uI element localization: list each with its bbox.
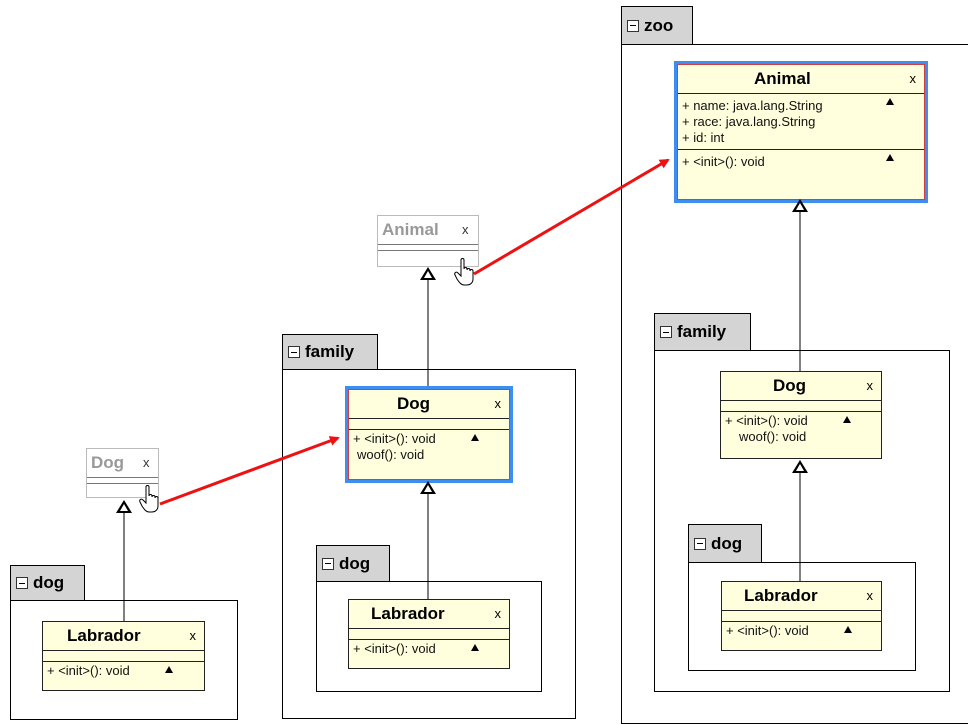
- close-icon[interactable]: x: [494, 396, 502, 411]
- collapse-triangle-icon[interactable]: [844, 626, 852, 633]
- collapse-triangle-icon[interactable]: [471, 434, 479, 441]
- collapse-icon[interactable]: [627, 19, 639, 32]
- operations-section: + <init>(): void: [349, 639, 509, 658]
- generalization-arrowhead-fill: [424, 485, 432, 492]
- package-tab-dog-mid[interactable]: dog: [316, 545, 390, 582]
- attribute: + id: int: [682, 130, 725, 145]
- class-animal[interactable]: Animal x + name: java.lang.String + race:…: [674, 61, 928, 203]
- operations-section: + <init>(): void woof(): void: [349, 429, 509, 464]
- package-label: dog: [33, 573, 65, 592]
- class-dog-mid[interactable]: Dog x + <init>(): void woof(): void: [345, 386, 513, 483]
- hand-cursor-icon: [454, 258, 474, 286]
- class-labrador-zoo[interactable]: Labrador x + <init>(): void: [721, 581, 882, 651]
- package-tab-zoo[interactable]: zoo: [621, 6, 693, 45]
- operation: + <init>(): void: [353, 641, 436, 656]
- operation: + <init>(): void: [47, 663, 130, 678]
- operation: woof(): void: [739, 429, 807, 444]
- ghost-class-dog[interactable]: Dog x: [86, 448, 159, 498]
- class-name: Labrador: [67, 626, 141, 645]
- attributes-section: + name: java.lang.String + race: java.la…: [678, 93, 924, 149]
- operation: + <init>(): void: [353, 431, 436, 446]
- close-icon[interactable]: x: [462, 222, 469, 237]
- class-name: Animal: [754, 69, 811, 88]
- package-label: family: [677, 322, 727, 341]
- collapse-icon[interactable]: [322, 557, 334, 570]
- collapse-triangle-icon[interactable]: [886, 98, 894, 105]
- ghost-class-name: Animal: [382, 220, 439, 239]
- hand-cursor-icon: [139, 485, 159, 513]
- package-frame-dog-zoo: [688, 562, 916, 671]
- package-tab-family-mid[interactable]: family: [282, 334, 378, 370]
- collapse-triangle-icon[interactable]: [886, 154, 894, 161]
- close-icon[interactable]: x: [143, 455, 150, 470]
- collapse-icon[interactable]: [16, 577, 28, 589]
- attribute: + name: java.lang.String: [682, 98, 823, 113]
- ghost-class-name: Dog: [91, 453, 125, 472]
- class-labrador-left[interactable]: Labrador x + <init>(): void: [42, 621, 205, 691]
- operations-section: + <init>(): void: [678, 149, 924, 171]
- package-tab-dog-zoo[interactable]: dog: [688, 524, 762, 563]
- close-icon[interactable]: x: [189, 628, 197, 643]
- package-frame-dog-mid: [316, 581, 542, 692]
- collapse-icon[interactable]: [288, 346, 300, 358]
- navigation-overlay: [139, 158, 670, 513]
- operation: woof(): void: [357, 447, 425, 462]
- collapse-icon[interactable]: [694, 537, 706, 550]
- collapse-triangle-icon[interactable]: [471, 644, 479, 651]
- generalization-arrowhead-fill: [424, 271, 432, 278]
- class-dog-zoo[interactable]: Dog x + <init>(): void woof(): void: [720, 371, 882, 459]
- operation: + <init>(): void: [725, 413, 808, 428]
- package-label: family: [305, 342, 355, 361]
- class-name: Labrador: [744, 586, 818, 605]
- close-icon[interactable]: x: [866, 588, 874, 603]
- package-label: zoo: [644, 15, 674, 35]
- connector-layer: [123, 210, 801, 622]
- navigation-arrow: [159, 436, 340, 506]
- class-name: Dog: [773, 376, 807, 395]
- collapse-icon[interactable]: [660, 326, 672, 338]
- package-tab-dog-left[interactable]: dog: [10, 565, 85, 601]
- package-label: dog: [711, 533, 743, 553]
- generalization-arrowhead-fill: [796, 203, 804, 210]
- operation: + <init>(): void: [682, 154, 765, 169]
- operations-section: + <init>(): void woof(): void: [721, 411, 881, 446]
- generalization-arrowhead-fill: [796, 464, 804, 471]
- class-name: Labrador: [371, 604, 445, 623]
- class-name: Dog: [397, 394, 431, 413]
- package-label: dog: [339, 553, 371, 573]
- attribute: + race: java.lang.String: [682, 114, 816, 129]
- collapse-triangle-icon[interactable]: [165, 666, 173, 673]
- package-frame-family-zoo: [654, 350, 950, 692]
- close-icon[interactable]: x: [494, 606, 502, 621]
- package-tab-family-zoo[interactable]: family: [654, 313, 751, 351]
- operation: + <init>(): void: [726, 623, 809, 638]
- operations-section: + <init>(): void: [43, 661, 204, 680]
- collapse-triangle-icon[interactable]: [843, 416, 851, 423]
- generalization-arrowhead-fill: [120, 504, 128, 511]
- close-icon[interactable]: x: [866, 378, 874, 393]
- class-labrador-mid[interactable]: Labrador x + <init>(): void: [348, 599, 510, 669]
- operations-section: + <init>(): void: [722, 621, 881, 640]
- close-icon[interactable]: x: [909, 71, 917, 86]
- navigation-arrow: [473, 158, 670, 276]
